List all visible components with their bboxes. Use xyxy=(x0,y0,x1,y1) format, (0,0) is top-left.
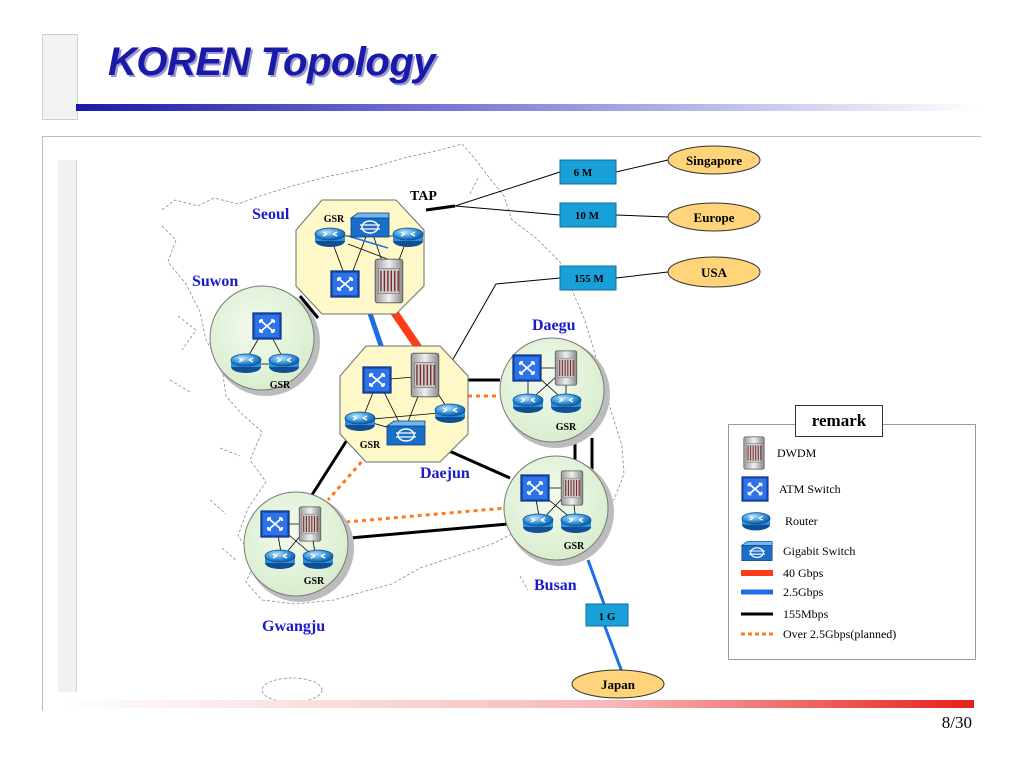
suwon-gsr-label: GSR xyxy=(270,380,291,391)
legend-item-atm-switch: ATM Switch xyxy=(741,476,841,502)
content-border xyxy=(42,136,981,711)
svg-text:Japan: Japan xyxy=(601,677,636,692)
destination-japan: Japan xyxy=(571,669,665,699)
busan-region xyxy=(503,455,614,566)
daejun-gsr-label: GSR xyxy=(360,440,381,451)
footer-rule xyxy=(60,700,974,708)
label-tap: TAP xyxy=(410,189,437,204)
link-japan-1g xyxy=(602,623,624,673)
atm-switch-icon xyxy=(741,476,769,502)
gwangju-region xyxy=(243,491,354,602)
svg-text:USA: USA xyxy=(701,265,728,280)
tap-link xyxy=(425,204,456,212)
page-number: 8/30 xyxy=(941,713,972,732)
line-155mbps-swatch xyxy=(741,612,773,616)
link-gwangju-busan-planned xyxy=(345,506,507,524)
legend-item-planned: Over 2.5Gbps(planned) xyxy=(741,625,896,643)
label-daejun: Daejun xyxy=(420,465,470,482)
left-side-bar xyxy=(58,160,77,692)
line-40gbps-swatch xyxy=(741,570,773,576)
legend-title: remark xyxy=(795,405,883,437)
router-icon xyxy=(741,511,771,531)
label-suwon: Suwon xyxy=(192,273,238,290)
legend-item-gigabit-switch: Gigabit Switch xyxy=(741,539,855,563)
legend-item-dwdm: DWDM xyxy=(741,436,816,470)
bandwidth-box-usa: 155 M xyxy=(559,265,617,291)
title-accent-box xyxy=(42,34,78,120)
destination-europe: Europe xyxy=(667,202,761,232)
svg-text:Singapore: Singapore xyxy=(686,153,742,168)
legend-item-155mbps: 155Mbps xyxy=(741,605,828,623)
busan-gsr-label: GSR xyxy=(564,541,585,552)
svg-text:155 M: 155 M xyxy=(574,273,604,285)
line-planned-swatch xyxy=(741,632,773,636)
page-title: KOREN Topology xyxy=(108,40,436,84)
international-links xyxy=(447,159,669,369)
legend-item-40gbps: 40 Gbps xyxy=(741,564,823,582)
gigabit-switch-icon xyxy=(741,540,773,562)
label-gwangju: Gwangju xyxy=(262,618,325,635)
daejun-hub xyxy=(339,345,469,463)
svg-text:6 M: 6 M xyxy=(574,167,593,179)
daegu-region xyxy=(499,337,610,448)
seoul-hub xyxy=(295,199,425,315)
suwon-region xyxy=(209,285,320,396)
title-underline xyxy=(76,104,980,111)
legend-panel: remark DWDM ATM Switch Router Gigabit Sw… xyxy=(728,405,976,660)
destination-usa: USA xyxy=(667,256,761,288)
link-daejun-gwangju xyxy=(308,439,349,499)
link-gwangju-busan xyxy=(349,522,509,540)
legend-item-2.5gbps: 2.5Gbps xyxy=(741,583,823,601)
svg-text:Europe: Europe xyxy=(694,210,735,225)
label-busan: Busan xyxy=(534,577,577,594)
label-daegu: Daegu xyxy=(532,317,576,334)
link-seoul-suwon xyxy=(298,295,320,319)
daegu-gsr-label: GSR xyxy=(556,422,577,433)
svg-text:1 G: 1 G xyxy=(599,611,616,623)
dwdm-icon xyxy=(743,436,765,470)
line-2.5gbps-swatch xyxy=(741,589,773,595)
label-seoul: Seoul xyxy=(252,206,290,223)
bandwidth-box-singapore: 6 M xyxy=(559,159,617,185)
gwangju-gsr-label: GSR xyxy=(304,576,325,587)
svg-text:10 M: 10 M xyxy=(575,210,600,222)
link-busan-1g xyxy=(586,559,606,605)
bandwidth-box-japan: 1 G xyxy=(585,603,629,627)
legend-item-router: Router xyxy=(741,509,818,533)
seoul-gsr-label: GSR xyxy=(324,214,345,225)
destination-singapore: Singapore xyxy=(667,145,761,175)
bandwidth-box-europe: 10 M xyxy=(559,202,617,228)
